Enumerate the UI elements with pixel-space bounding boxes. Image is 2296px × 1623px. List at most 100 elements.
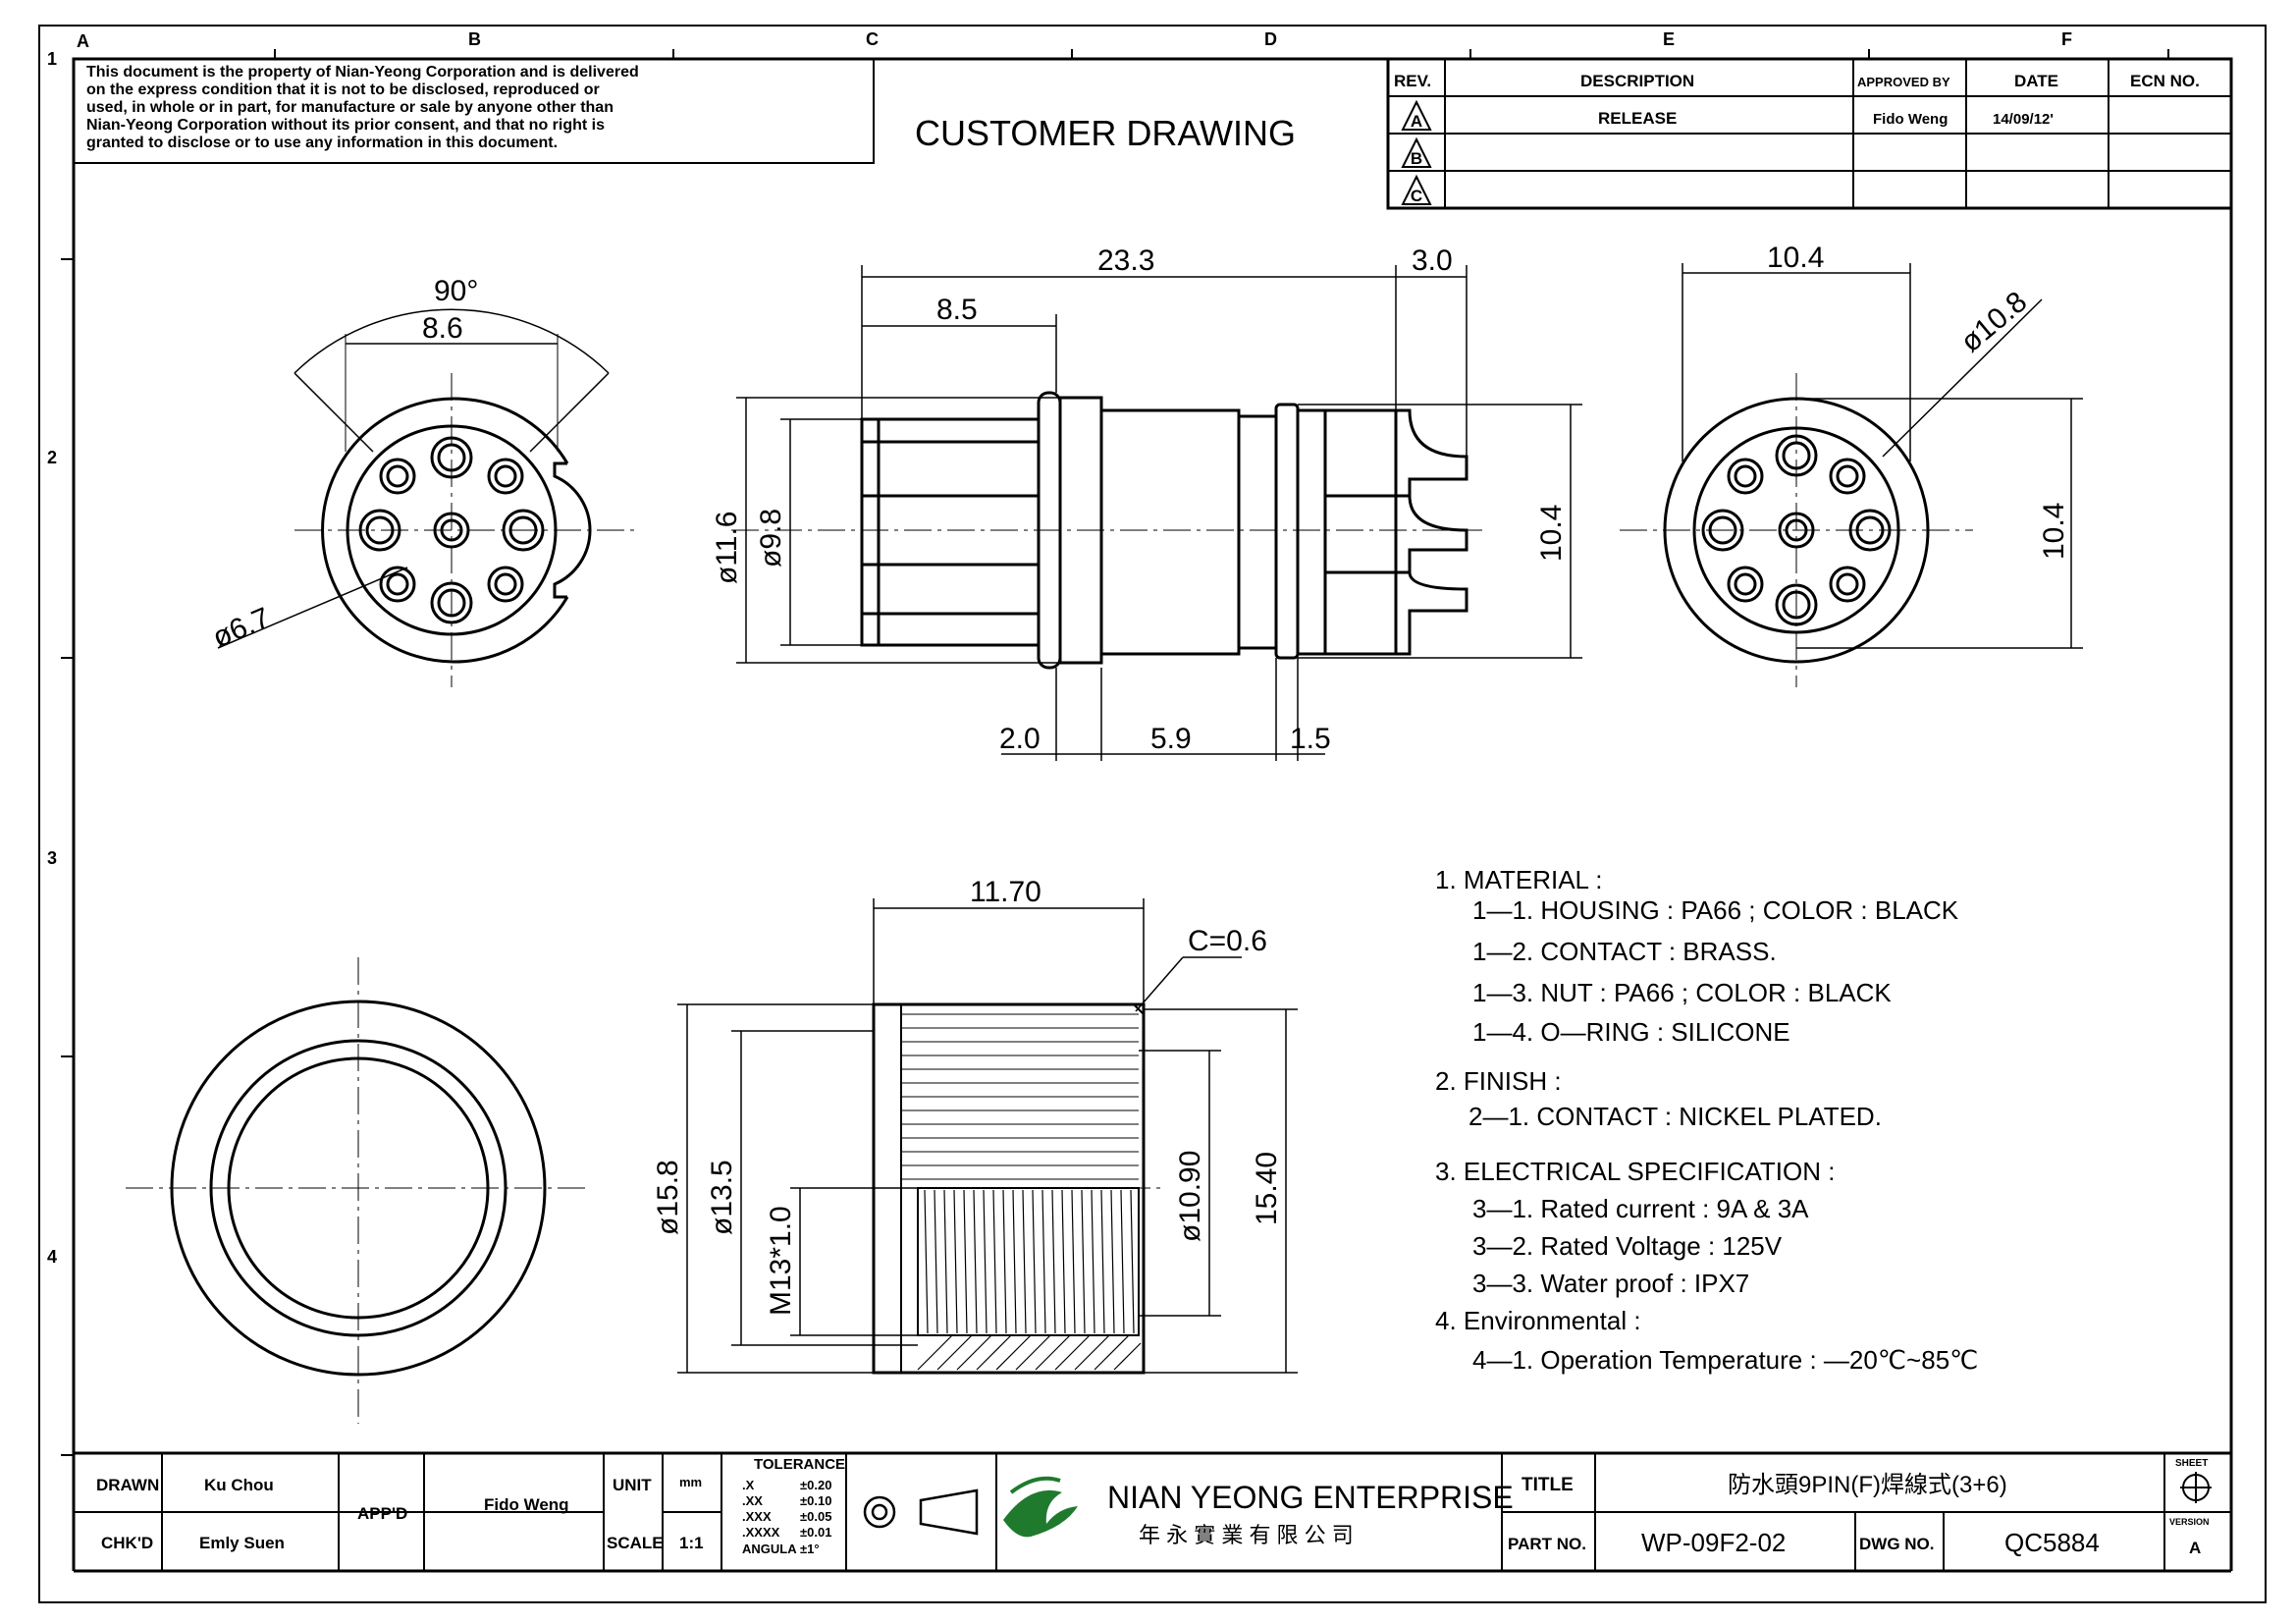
spec-line-1: 1. MATERIAL : (1435, 865, 1603, 894)
dwg-no-value: QC5884 (2004, 1528, 2100, 1557)
drawing-title: CUSTOMER DRAWING (915, 113, 1296, 153)
zone-row-4: 4 (47, 1247, 57, 1267)
svg-text:±0.05: ±0.05 (800, 1509, 831, 1524)
unit-value: mm (679, 1475, 702, 1489)
spec-line-12: 4. Environmental : (1435, 1306, 1641, 1335)
version-value: A (2189, 1539, 2201, 1557)
dim-side-overall: 23.3 (1097, 244, 1154, 277)
zone-row-1: 1 (47, 49, 57, 69)
rev-a-description: RELEASE (1598, 109, 1677, 128)
svg-text:±1°: ±1° (800, 1542, 820, 1556)
spec-line-2: 1—1. HOUSING : PA66 ; COLOR : BLACK (1472, 895, 1959, 925)
title-value: 防水頭9PIN(F)焊線式(3+6) (1728, 1472, 2007, 1498)
zone-col-d: D (1264, 29, 1277, 49)
spec-line-8: 3. ELECTRICAL SPECIFICATION : (1435, 1157, 1835, 1186)
rev-c-letter: C (1411, 187, 1422, 205)
dim-front-angle: 90° (434, 275, 478, 307)
outer-frame (38, 25, 2267, 1603)
svg-text:on the express condition tha: on the express condition that it is not … (86, 81, 600, 98)
svg-text:.XXX: .XXX (742, 1509, 772, 1524)
dim-side-c: 1.5 (1290, 723, 1331, 755)
spec-line-6: 2. FINISH : (1435, 1066, 1562, 1096)
spec-line-11: 3—3. Water proof : IPX7 (1472, 1269, 1749, 1298)
revision-table: REV. DESCRIPTION APPROVED BY DATE ECN NO… (1386, 57, 2233, 210)
svg-text:ANGULA: ANGULA (742, 1542, 797, 1556)
unit-label: UNIT (613, 1476, 652, 1494)
svg-text:This document is the property: This document is the property of Nian-Ye… (86, 64, 639, 81)
dim-nut-height: 15.40 (1251, 1152, 1283, 1225)
zone-col-e: E (1663, 29, 1675, 49)
rev-a-date: 14/09/12' (1993, 111, 2054, 128)
dim-nut-chamfer: C=0.6 (1188, 925, 1267, 957)
svg-text:.XXXX: .XXXX (742, 1525, 780, 1540)
zone-col-b: B (468, 29, 481, 49)
nut-end-view (126, 957, 589, 1424)
side-view: 23.3 3.0 8.5 ø11.6 ø9.8 10.4 2.0 5.9 1.5 (711, 244, 1582, 761)
dim-side-b: 5.9 (1150, 723, 1192, 755)
rev-triangles: A B C (1401, 99, 1432, 205)
spec-line-9: 3—1. Rated current : 9A & 3A (1472, 1194, 1809, 1223)
part-no-value: WP-09F2-02 (1641, 1528, 1786, 1557)
notice-text: This document is the property of Nian-Ye… (86, 64, 639, 151)
zone-col-f: F (2061, 29, 2072, 49)
dim-nut-inner: ø10.90 (1174, 1151, 1206, 1242)
svg-text:.XX: .XX (742, 1493, 763, 1508)
checked-label: CHK'D (101, 1534, 153, 1552)
dim-nut-mid: ø13.5 (706, 1160, 738, 1235)
zone-col-c: C (866, 29, 879, 49)
spec-line-10: 3—2. Rated Voltage : 125V (1472, 1231, 1783, 1261)
sheet-label: SHEET (2175, 1458, 2208, 1469)
dim-side-a: 2.0 (999, 723, 1041, 755)
spec-line-4: 1—3. NUT : PA66 ; COLOR : BLACK (1472, 978, 1892, 1007)
drawn-value: Ku Chou (204, 1476, 274, 1494)
approved-value: Fido Weng (484, 1495, 569, 1514)
zone-grid: A B C D E F 1 2 3 4 (47, 29, 2072, 1267)
svg-text:.X: .X (742, 1478, 755, 1492)
dim-nut-outer: ø15.8 (652, 1160, 684, 1235)
drawn-label: DRAWN (96, 1476, 159, 1494)
dim-nut-thread: M13*1.0 (765, 1206, 797, 1316)
dim-front-diameter: ø6.7 (208, 602, 275, 655)
part-no-label: PART NO. (1508, 1535, 1586, 1553)
dim-rear-width: 10.4 (1767, 242, 1824, 274)
inner-frame (72, 57, 2233, 1455)
svg-text:granted to disclose or to use: granted to disclose or to use any inform… (86, 135, 558, 151)
ecn-header: ECN NO. (2130, 72, 2200, 90)
dwg-no-label: DWG NO. (1859, 1535, 1935, 1553)
rev-b-letter: B (1411, 149, 1422, 168)
spec-line-13: 4—1. Operation Temperature : —20℃~85℃ (1472, 1345, 1978, 1375)
company-name-english: NIAN YEONG ENTERPRISE (1107, 1480, 1514, 1515)
svg-text:±0.10: ±0.10 (800, 1493, 831, 1508)
spec-line-7: 2—1. CONTACT : NICKEL PLATED. (1468, 1102, 1882, 1131)
projection-symbol-icon (863, 1488, 979, 1536)
rev-a-letter: A (1411, 112, 1422, 131)
tolerance-label: TOLERANCE (754, 1456, 845, 1473)
notice-box (73, 58, 875, 164)
description-header: DESCRIPTION (1580, 72, 1694, 90)
rev-header: REV. (1394, 72, 1431, 90)
dim-side-height: 10.4 (1535, 505, 1568, 562)
dim-side-dia-outer: ø11.6 (711, 512, 743, 585)
nut-section-view: 11.70 C=0.6 ø15.8 ø13.5 M13*1.0 ø10.90 1… (652, 876, 1298, 1375)
specification-notes: 1. MATERIAL : 1—1. HOUSING : PA66 ; COLO… (1435, 865, 1978, 1375)
title-label: TITLE (1522, 1475, 1574, 1495)
front-view: 90° 8.6 ø6.7 (208, 275, 638, 687)
dim-side-front: 8.5 (936, 294, 978, 326)
scale-label: SCALE (607, 1534, 664, 1552)
date-header: DATE (2014, 72, 2058, 90)
svg-text:Y: Y (1029, 1506, 1043, 1531)
zone-row-2: 2 (47, 448, 57, 467)
dim-side-dia-inner: ø9.8 (755, 509, 787, 568)
dim-side-pins: 3.0 (1412, 244, 1453, 277)
spec-line-5: 1—4. O—RING : SILICONE (1472, 1017, 1790, 1047)
svg-text:±0.01: ±0.01 (800, 1525, 831, 1540)
company-logo-icon: Y (1003, 1476, 1078, 1538)
approved-header: APPROVED BY (1857, 75, 1950, 89)
rear-view: 10.4 ø10.8 10.4 (1620, 242, 2083, 687)
zone-row-3: 3 (47, 848, 57, 868)
dim-rear-height: 10.4 (2038, 503, 2070, 560)
company-name-chinese: 年 永 實 業 有 限 公 司 (1139, 1523, 1354, 1547)
dim-nut-length: 11.70 (970, 876, 1041, 908)
scale-value: 1:1 (679, 1534, 704, 1552)
